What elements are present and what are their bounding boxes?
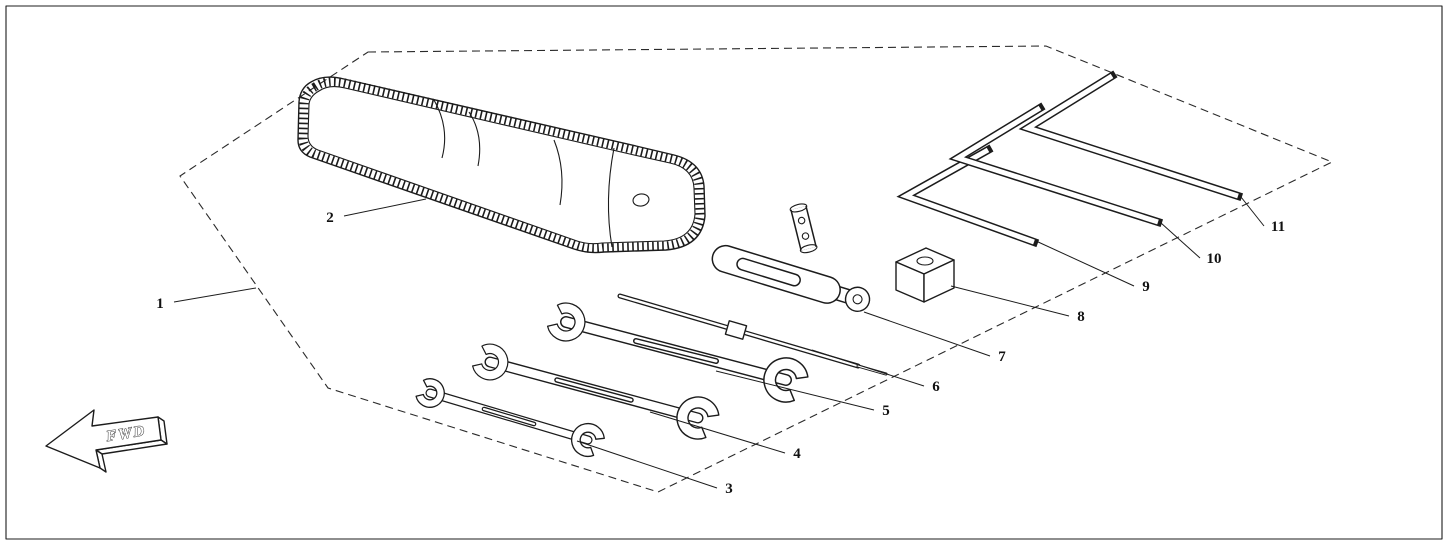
callout-2[interactable]: 2	[326, 198, 427, 226]
part-number[interactable]: 8	[1077, 309, 1085, 325]
part-4-open-end-wrench	[472, 343, 720, 440]
leader-line	[811, 349, 925, 387]
part-number[interactable]: 9	[1142, 279, 1150, 295]
wrench-jaw	[763, 357, 809, 403]
part-1-kit-boundary-outline	[179, 45, 1334, 493]
part-number[interactable]: 11	[1271, 219, 1285, 235]
bar-hole	[801, 232, 810, 240]
part-7-driver-handle	[711, 244, 871, 312]
callout-5[interactable]: 5	[715, 370, 890, 419]
part-3-open-end-wrench	[415, 378, 605, 458]
fwd-label: FWD	[104, 423, 147, 445]
part-11-hex-key	[1018, 70, 1244, 202]
leader-line	[343, 198, 427, 217]
wrench-jaw	[546, 302, 586, 342]
callout-4[interactable]: 4	[649, 411, 801, 462]
pouch-snap-button	[632, 193, 650, 207]
leader-line	[173, 287, 257, 303]
fwd-arrow: FWD	[45, 409, 168, 473]
callout-1[interactable]: 1	[156, 287, 257, 312]
fwd-arrow-face	[45, 409, 162, 469]
callout-6[interactable]: 6	[811, 349, 940, 395]
leader-line	[863, 311, 991, 357]
callout-10[interactable]: 10	[1160, 222, 1222, 267]
part-number[interactable]: 6	[932, 379, 940, 395]
part-number[interactable]: 3	[725, 481, 733, 497]
pouch-stitching	[298, 77, 705, 254]
pouch-outer-edge	[297, 76, 706, 254]
leader-line	[950, 285, 1070, 317]
leader-line	[1160, 222, 1201, 259]
part-5-open-end-wrench	[546, 302, 809, 403]
part-number[interactable]: 1	[156, 296, 164, 312]
part-number[interactable]: 10	[1207, 251, 1222, 267]
callout-3[interactable]: 3	[576, 440, 733, 497]
part-number[interactable]: 4	[793, 446, 801, 462]
bar-hole	[797, 216, 806, 225]
callout-11[interactable]: 11	[1240, 196, 1285, 235]
leader-line	[576, 440, 718, 489]
part-number[interactable]: 2	[326, 210, 334, 226]
pouch-flap-fold	[607, 147, 615, 248]
part-number[interactable]: 5	[882, 403, 890, 419]
callout-7[interactable]: 7	[863, 311, 1006, 365]
leader-line	[715, 370, 875, 411]
socket-box	[895, 247, 955, 303]
pouch-crease-3	[553, 139, 563, 206]
callout-9[interactable]: 9	[1035, 240, 1150, 295]
rod-band	[724, 320, 748, 340]
part-6-driver-shaft	[617, 293, 888, 376]
pouch-crease-2	[468, 111, 481, 167]
callout-8[interactable]: 8	[950, 285, 1085, 325]
part-number[interactable]: 7	[998, 349, 1006, 365]
wrench-jaw	[472, 343, 509, 381]
leader-line	[1240, 196, 1265, 227]
wrench-jaw	[415, 378, 445, 408]
wrench-jaw	[676, 396, 720, 440]
pouch-inner-edge	[307, 85, 696, 245]
pouch-crease-1	[433, 99, 446, 159]
leader-line	[649, 411, 786, 454]
part-8-plug-wrench	[789, 203, 955, 303]
handle-socket-end	[844, 286, 871, 312]
leader-line	[1035, 240, 1135, 287]
wrench-jaw	[570, 423, 605, 458]
diagram-border	[5, 5, 1443, 540]
part-2-tool-pouch	[297, 76, 706, 254]
part-9-hex-key	[896, 144, 1040, 248]
part-10-hex-key	[948, 102, 1164, 228]
